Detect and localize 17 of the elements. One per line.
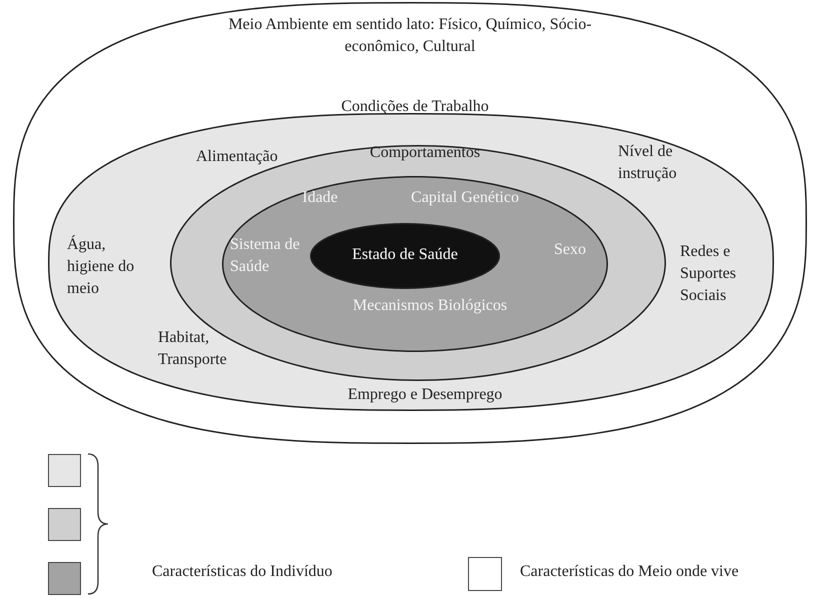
- ring-label: Meio Ambiente em sentido lato: Físico, Químico, Sócio-econômico, Cultural: [227, 15, 593, 57]
- ring-label: Idade: [301, 188, 339, 208]
- ring-label: Sexo: [553, 240, 587, 260]
- ring-label: Capital Genético: [410, 188, 520, 208]
- legend-label: Características do Meio onde vive: [520, 563, 739, 581]
- ring-label: Emprego e Desemprego: [346, 385, 504, 405]
- ring-label: Mecanismos Biológicos: [352, 296, 508, 316]
- ring-label: Redes e Suportes Sociais: [680, 242, 737, 306]
- legend-label: Características do Indivíduo: [152, 563, 332, 581]
- ring-label: Sistema de Saúde: [230, 235, 301, 277]
- ring-label: Comportamentos: [368, 143, 482, 163]
- ring-label: Água, higiene do meio: [67, 234, 136, 299]
- ring-label: Condições de Trabalho: [340, 97, 490, 117]
- ring-label: Habitat, Transporte: [158, 328, 228, 370]
- ring-label: Alimentação: [196, 147, 279, 167]
- ring-label: Estado de Saúde: [351, 245, 459, 265]
- ring-label: Nível de instrução: [618, 142, 678, 184]
